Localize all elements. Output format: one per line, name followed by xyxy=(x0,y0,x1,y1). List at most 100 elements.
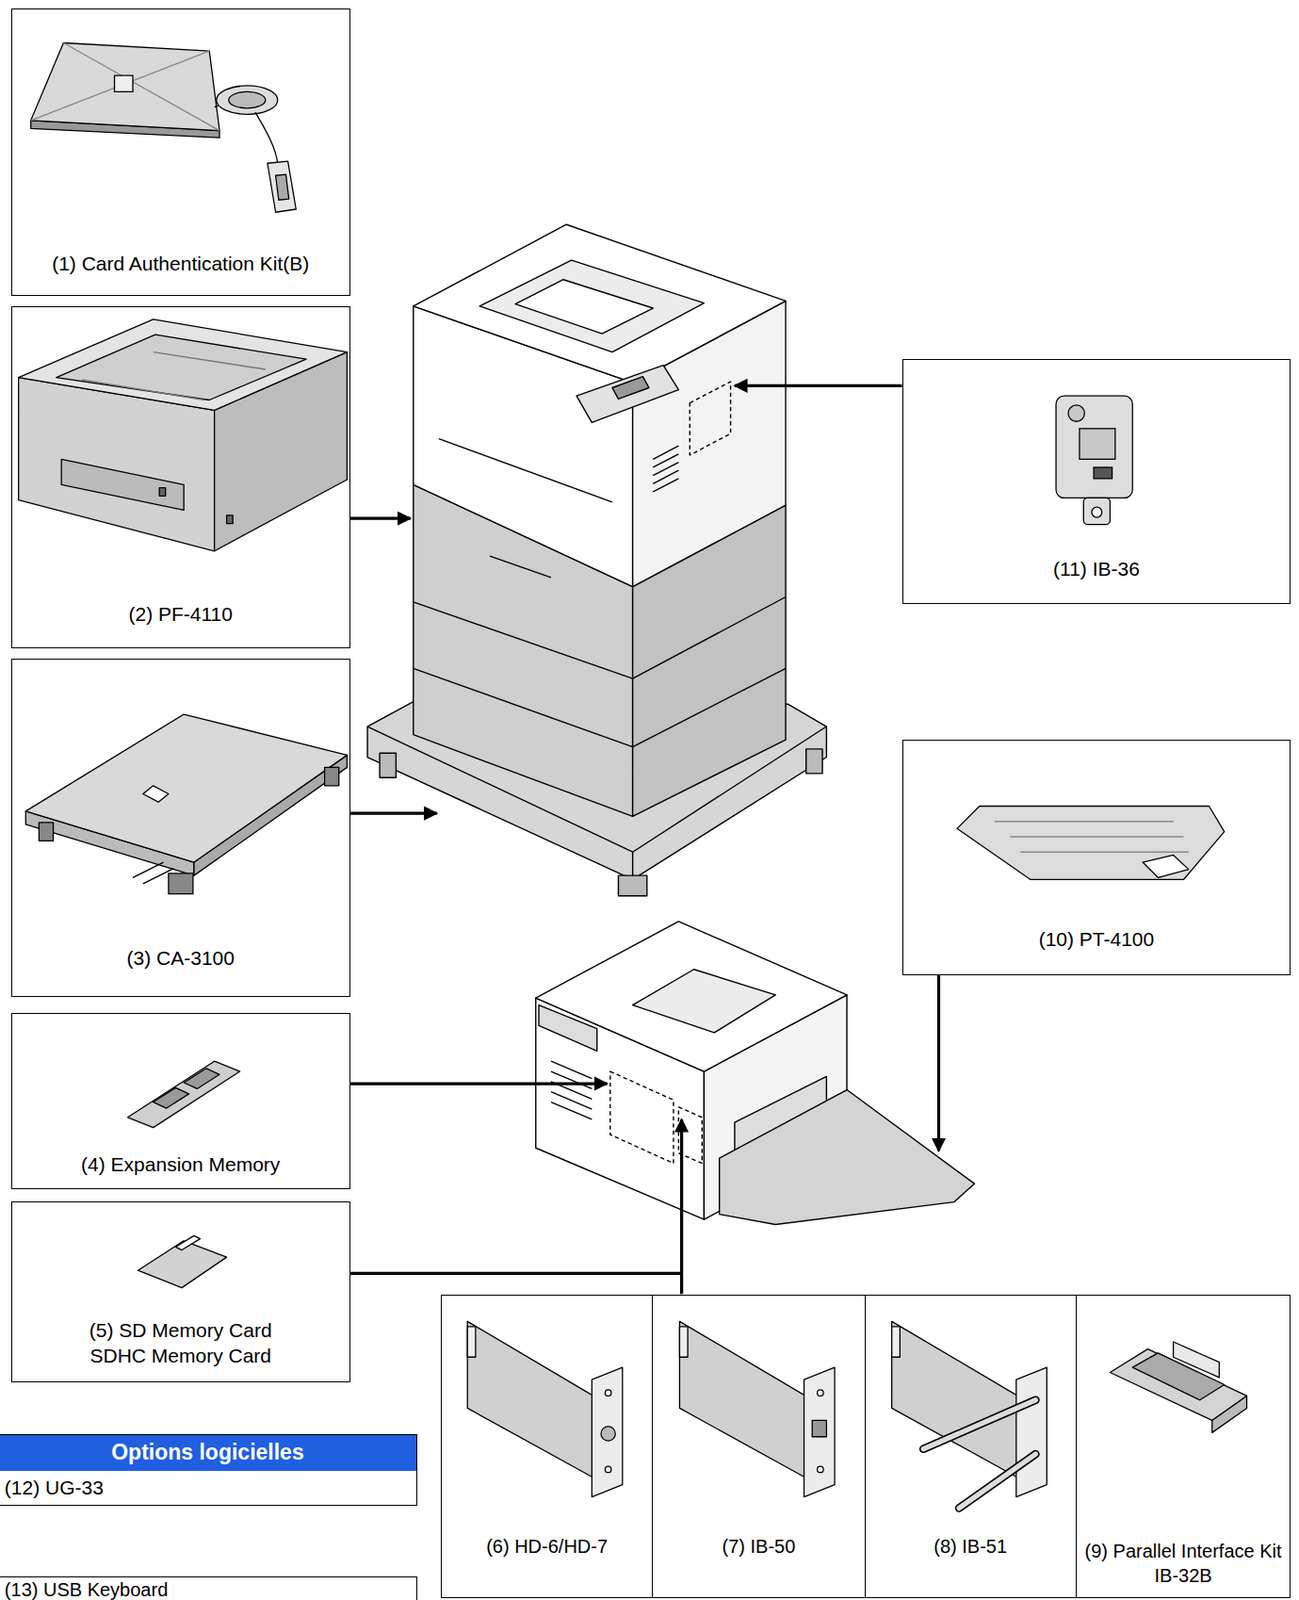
wireless-board-illustration xyxy=(892,1320,1023,1479)
card-reader-illustration xyxy=(255,112,278,163)
printer-front-illustration xyxy=(652,470,679,484)
output-tray-illustration xyxy=(957,805,1225,879)
option-label: (13) USB Keyboard xyxy=(0,1576,168,1600)
storage-board-illustration xyxy=(604,1465,611,1472)
wireless-board-illustration xyxy=(923,1399,1036,1449)
printer-front-illustration xyxy=(438,438,613,503)
network-board-illustration xyxy=(679,1326,688,1357)
wireless-board-illustration xyxy=(892,1326,901,1357)
printer-front-illustration xyxy=(652,454,679,468)
leader-arrow xyxy=(734,384,903,388)
printer-front-illustration xyxy=(652,445,679,459)
printer-rear-illustration xyxy=(551,1060,592,1078)
printer-rear-illustration xyxy=(633,969,777,1033)
network-module-illustration xyxy=(1093,467,1112,479)
paper-feeder-illustration xyxy=(159,487,165,497)
wireless-board-illustration xyxy=(958,1453,1036,1508)
output-tray-illustration xyxy=(957,805,1225,879)
leader-arrow xyxy=(350,1271,682,1275)
caster-base-illustration xyxy=(168,873,194,894)
network-board-illustration xyxy=(804,1366,835,1497)
caster-base-illustration xyxy=(143,785,169,802)
option-label: (12) UG-33 xyxy=(0,1470,417,1505)
caster-base-illustration xyxy=(38,822,53,841)
option-label: (2) PF-4110 xyxy=(128,600,233,627)
memory-module-illustration xyxy=(183,1068,220,1089)
leader-arrow xyxy=(350,1081,608,1085)
card-reader-illustration xyxy=(276,174,290,200)
printer-front-illustration xyxy=(689,381,731,455)
option-box: (1) Card Authentication Kit(B) xyxy=(11,8,351,296)
wireless-board-illustration xyxy=(1016,1366,1047,1497)
option-box: (6) HD-6/HD-7 xyxy=(440,1294,653,1599)
network-board-illustration xyxy=(817,1465,824,1472)
card-reader-illustration xyxy=(31,50,211,121)
network-module-illustration xyxy=(1055,395,1133,498)
option-box: (13) USB Keyboard xyxy=(0,1575,418,1600)
wireless-board-illustration xyxy=(923,1399,1036,1449)
storage-board-illustration xyxy=(600,1426,616,1441)
parallel-connector-illustration xyxy=(1173,1341,1220,1378)
option-box: (7) IB-50 xyxy=(652,1294,865,1599)
network-board-illustration xyxy=(679,1320,810,1479)
network-board-illustration xyxy=(679,1320,835,1496)
leader-arrow xyxy=(350,516,411,520)
paper-feeder-illustration xyxy=(56,334,307,400)
option-box: (5) SD Memory Card SDHC Memory Card xyxy=(11,1201,351,1382)
printer-rear-illustration xyxy=(551,1091,592,1109)
option-label: (10) PT-4100 xyxy=(1039,925,1155,952)
option-label: (6) HD-6/HD-7 xyxy=(486,1533,608,1559)
option-box: (11) IB-36 xyxy=(902,358,1292,604)
printer-front-illustration xyxy=(367,224,827,896)
network-module-illustration xyxy=(1083,497,1110,524)
leader-arrow xyxy=(937,974,941,1151)
card-reader-illustration xyxy=(216,85,278,114)
storage-board-illustration xyxy=(591,1366,622,1497)
option-label: (4) Expansion Memory xyxy=(81,1151,280,1177)
printer-front-illustration xyxy=(652,478,679,492)
wireless-board-illustration xyxy=(958,1453,1036,1508)
section-heading: Options logicielles xyxy=(0,1434,417,1471)
option-box: (10) PT-4100 xyxy=(902,739,1292,975)
network-board-illustration xyxy=(811,1419,827,1436)
caster-base-illustration xyxy=(324,766,340,785)
sd-card-illustration xyxy=(175,1234,200,1250)
option-label: (5) SD Memory Card SDHC Memory Card xyxy=(72,1316,290,1369)
storage-board-illustration xyxy=(467,1326,476,1357)
leader-arrow xyxy=(350,811,438,814)
printer-front-illustration xyxy=(652,462,679,476)
printer-front-illustration xyxy=(806,748,823,774)
card-reader-illustration xyxy=(31,42,220,130)
option-label: (9) Parallel Interface Kit IB-32B xyxy=(1082,1538,1285,1588)
printer-front-illustration xyxy=(617,875,647,896)
output-tray-illustration xyxy=(1142,854,1189,877)
printer-front-illustration xyxy=(479,259,704,352)
paper-feeder-illustration xyxy=(153,352,266,370)
printer-rear-illustration xyxy=(538,1005,598,1052)
printer-rear-illustration xyxy=(535,921,975,1225)
card-reader-illustration xyxy=(228,91,266,108)
leader-arrow xyxy=(350,385,940,1294)
paper-feeder-illustration xyxy=(227,515,233,524)
memory-module-illustration xyxy=(128,1060,241,1127)
storage-board-illustration xyxy=(467,1320,598,1479)
wireless-board-illustration xyxy=(892,1320,1048,1508)
printer-front-illustration xyxy=(379,752,396,778)
printer-rear-illustration xyxy=(535,921,847,1072)
card-reader-illustration xyxy=(114,75,133,92)
printer-front-illustration xyxy=(413,224,786,383)
option-box: (2) PF-4110 xyxy=(11,306,351,649)
card-reader-illustration xyxy=(31,42,297,212)
network-module-illustration xyxy=(1091,506,1103,518)
printer-rear-illustration xyxy=(719,1089,975,1225)
printer-front-illustration xyxy=(489,555,552,578)
printer-rear-illustration xyxy=(551,1071,592,1088)
paper-feeder-illustration xyxy=(18,319,348,410)
card-reader-illustration xyxy=(267,161,296,212)
storage-board-illustration xyxy=(604,1389,611,1396)
printer-front-illustration xyxy=(413,597,786,680)
printer-front-illustration xyxy=(576,365,679,423)
printer-rear-illustration xyxy=(551,1102,592,1120)
software-options-box: Options logicielles(12) UG-33 xyxy=(0,1433,418,1506)
